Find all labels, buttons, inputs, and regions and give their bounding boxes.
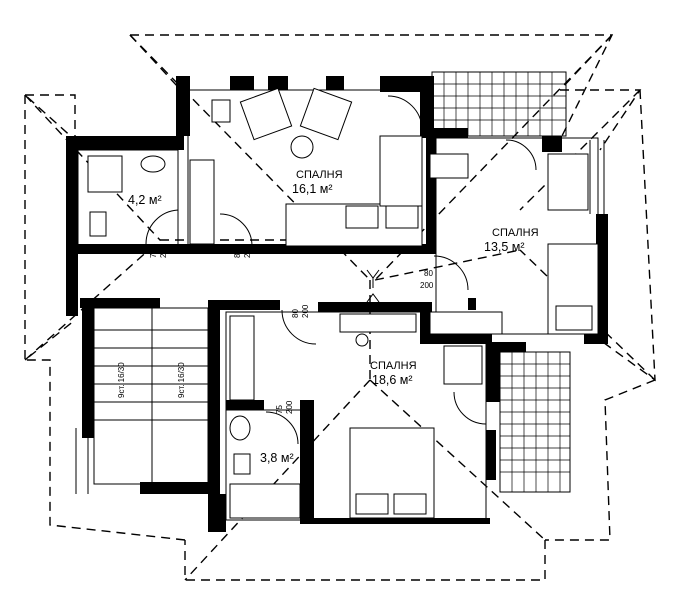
walls — [66, 76, 608, 532]
svg-text:9ст. 16/30: 9ст. 16/30 — [117, 362, 126, 398]
svg-text:200: 200 — [301, 304, 310, 318]
svg-text:9ст. 16/30: 9ст. 16/30 — [177, 362, 186, 398]
door-label-4: 80 200 — [291, 304, 310, 318]
svg-text:200: 200 — [285, 400, 294, 414]
svg-text:80: 80 — [424, 269, 433, 278]
door-label-2: 80 200 — [233, 244, 252, 258]
svg-text:СПАЛНЯ: СПАЛНЯ — [492, 227, 539, 239]
svg-text:3,8 м²: 3,8 м² — [260, 451, 294, 465]
balcony-right — [499, 351, 571, 493]
door-label-3: 80 200 — [420, 269, 434, 290]
svg-text:80: 80 — [233, 249, 242, 258]
stair-label-left: 9ст. 16/30 — [117, 362, 126, 398]
door-swings — [145, 95, 537, 445]
room-label-bath-2: 3,8 м² — [260, 451, 294, 465]
svg-text:СПАЛНЯ: СПАЛНЯ — [296, 169, 343, 181]
svg-text:13,5 м²: 13,5 м² — [484, 240, 525, 254]
svg-text:75: 75 — [149, 249, 158, 258]
room-label-bedroom-3: СПАЛНЯ 18,6 м² — [370, 360, 417, 387]
furniture — [87, 87, 599, 519]
svg-text:200: 200 — [159, 244, 168, 258]
svg-text:200: 200 — [243, 244, 252, 258]
svg-text:200: 200 — [420, 281, 434, 290]
hall-marks — [366, 269, 380, 303]
stair-label-right: 9ст. 16/30 — [177, 362, 186, 398]
svg-text:80: 80 — [291, 309, 300, 318]
room-label-bedroom-2: СПАЛНЯ 13,5 м² — [484, 227, 539, 254]
svg-text:СПАЛНЯ: СПАЛНЯ — [370, 360, 417, 372]
svg-text:16,1 м²: 16,1 м² — [292, 182, 333, 196]
door-label-1: 75 200 — [149, 244, 168, 258]
room-label-bedroom-1: СПАЛНЯ 16,1 м² — [292, 169, 343, 196]
door-label-5: 75 200 — [275, 400, 294, 414]
svg-text:18,6 м²: 18,6 м² — [372, 373, 413, 387]
svg-text:4,2 м²: 4,2 м² — [128, 193, 162, 207]
svg-text:75: 75 — [275, 405, 284, 414]
room-label-bath-1: 4,2 м² — [128, 193, 162, 207]
stairs — [94, 308, 208, 484]
